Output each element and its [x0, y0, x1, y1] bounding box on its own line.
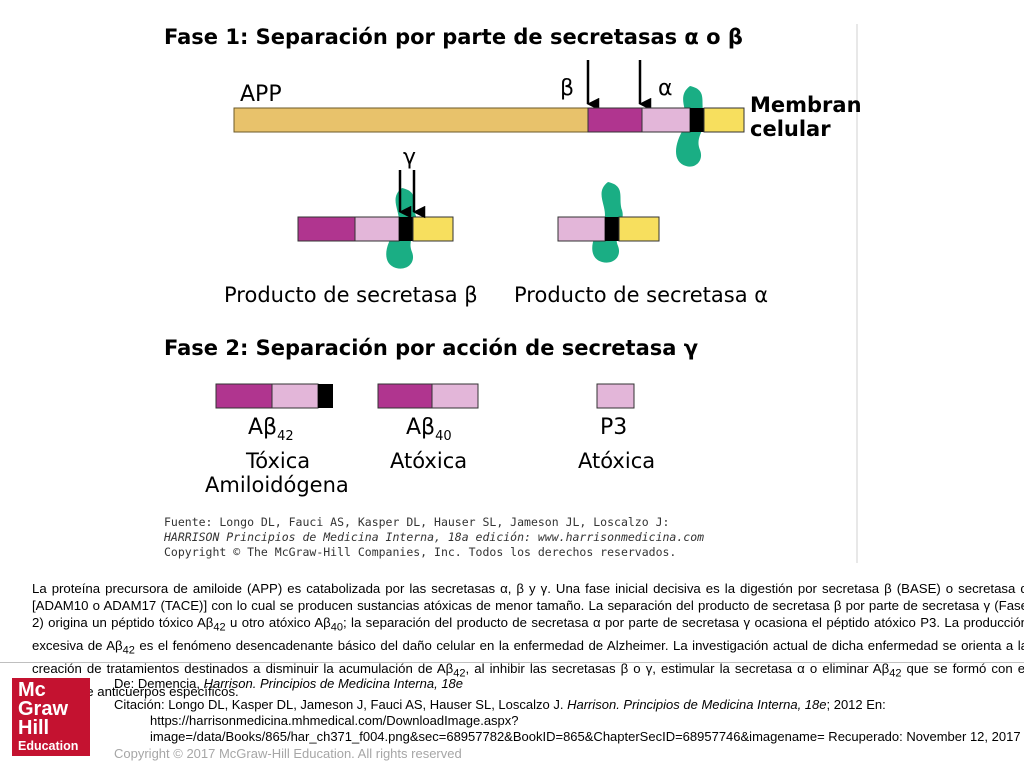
beta-cleavage-label: β — [560, 76, 574, 101]
p3-label: P3 — [600, 415, 627, 440]
p3-segment — [596, 383, 635, 409]
logo-line-2: Graw — [18, 698, 69, 720]
alpha-product-label: Producto de secretasa α — [514, 283, 768, 307]
beta-product-light-segment — [354, 216, 400, 242]
source-line-2: HARRISON Principios de Medicina Interna,… — [163, 530, 704, 544]
citation: Citación: Longo DL, Kasper DL, Jameson J… — [114, 697, 1021, 744]
source-line-1: Fuente: Longo DL, Fauci AS, Kasper DL, H… — [164, 515, 669, 529]
beta-product-yellow-segment — [412, 216, 454, 242]
source-line-3: Copyright © The McGraw-Hill Companies, I… — [164, 545, 676, 559]
ab42-desc-line2: Amiloidógena — [205, 473, 349, 497]
ab42-purple-segment — [215, 383, 273, 409]
ab42-dark-segment — [318, 384, 333, 408]
app-processing-diagram: Fase 1: Separación por parte de secretas… — [160, 18, 860, 563]
ab40-purple-segment — [377, 383, 433, 409]
phase1-title: Fase 1: Separación por parte de secretas… — [164, 25, 743, 49]
alpha-product-dark-segment — [605, 217, 619, 241]
alpha-product-yellow-segment — [618, 216, 660, 242]
gamma-cleavage-label: γ — [403, 145, 416, 170]
alpha-cleavage-label: α — [658, 76, 673, 101]
logo-line-1: Mc — [18, 679, 46, 701]
ab42-label: Aβ42 — [248, 415, 294, 444]
membrane-label-line2: celular — [750, 117, 831, 141]
beta-product-dark-segment — [399, 217, 413, 241]
beta-product-label: Producto de secretasa β — [224, 283, 478, 307]
membrane-label-line1: Membrana — [750, 93, 860, 117]
logo-line-3: Hill — [18, 717, 50, 739]
ab40-label: Aβ40 — [406, 415, 452, 444]
ab42-light-segment — [271, 383, 319, 409]
ab40-light-segment — [431, 383, 479, 409]
app-bar-yellow-segment — [703, 107, 745, 133]
logo-line-4: Education — [18, 739, 79, 753]
app-bar-beta-segment — [587, 107, 643, 133]
app-label: APP — [240, 82, 282, 107]
source-reference: De: Demencia, Harrison. Principios de Me… — [114, 676, 464, 691]
app-bar-light-segment — [641, 107, 691, 133]
p3-desc: Atóxica — [578, 449, 655, 473]
app-bar-dark-segment — [690, 108, 704, 132]
mcgraw-hill-logo: Mc Graw Hill Education — [12, 678, 90, 756]
ab42-desc-line1: Tóxica — [245, 449, 310, 473]
app-bar-body — [233, 107, 589, 133]
ab40-desc: Atóxica — [390, 449, 467, 473]
phase2-title: Fase 2: Separación por acción de secreta… — [164, 336, 698, 360]
copyright-notice: Copyright © 2017 McGraw-Hill Education. … — [114, 746, 462, 761]
footer-divider — [0, 662, 1024, 663]
beta-product-purple-segment — [297, 216, 356, 242]
ab40-subscript: 40 — [435, 429, 452, 444]
alpha-product-light-segment — [557, 216, 606, 242]
ab42-subscript: 42 — [277, 429, 294, 444]
